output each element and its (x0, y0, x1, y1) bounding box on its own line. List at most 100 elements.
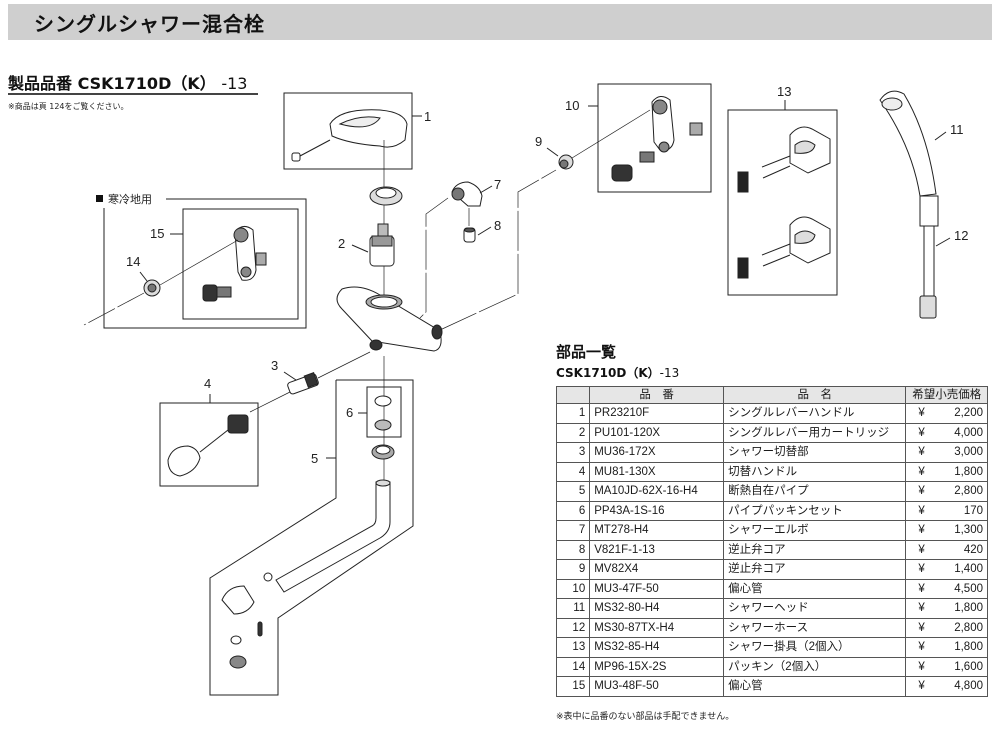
part-10-box (597, 83, 712, 193)
callout-9: 9 (535, 134, 542, 149)
parts-list-model-suffix: -13 (659, 366, 680, 380)
price-value: 1,400 (954, 563, 983, 576)
yen-symbol: ¥ (918, 621, 925, 634)
product-note: ※商品は頁 124をご覧ください。 (8, 102, 129, 111)
page-title-bar: シングルシャワー混合栓 (8, 4, 992, 40)
cold-region-label: 寒冷地用 (108, 192, 152, 206)
row-number: 3 (555, 442, 591, 463)
col-header-code: 品 番 (589, 386, 725, 404)
part-4-switch-handle-icon (167, 414, 249, 477)
part-1-box (283, 92, 413, 170)
part-code: MU3-47F-50 (589, 578, 725, 599)
price-value: 4,800 (954, 680, 983, 693)
part-code: PU101-120X (589, 422, 725, 443)
price-value: 1,800 (954, 602, 983, 615)
part-code: MU81-130X (589, 461, 725, 482)
part-code: MS32-80-H4 (589, 598, 725, 619)
part-name: 偏心管 (723, 676, 907, 697)
product-number: 製品品番 CSK1710D（K） -13 (8, 70, 247, 94)
part-name: シャワー掛具（2個入） (723, 637, 907, 658)
yen-symbol: ¥ (918, 641, 925, 654)
yen-symbol: ¥ (918, 504, 925, 517)
faucet-body-icon (336, 286, 443, 352)
row-number: 6 (555, 500, 591, 521)
part-7-shower-elbow-icon (451, 181, 483, 207)
price-value: 1,800 (954, 641, 983, 654)
part-10-eccentric-pipe-icon (611, 96, 703, 182)
part-6-box (366, 386, 402, 438)
callout-2: 2 (338, 236, 345, 251)
parts-list-model-code: CSK1710D（K） (556, 366, 660, 380)
yen-symbol: ¥ (918, 524, 925, 537)
part-price: ¥170 (905, 500, 988, 521)
part-price: ¥1,800 (905, 461, 988, 482)
price-value: 2,800 (954, 621, 983, 634)
callout-7: 7 (494, 177, 501, 192)
price-value: 1,800 (954, 465, 983, 478)
yen-symbol: ¥ (918, 407, 925, 420)
part-price: ¥4,800 (905, 676, 988, 697)
row-number: 12 (555, 617, 591, 638)
callout-14: 14 (126, 254, 140, 269)
part-code: MU3-48F-50 (589, 676, 725, 697)
part-name: シングルレバーハンドル (723, 403, 907, 424)
row-number: 11 (555, 598, 591, 619)
row-number: 8 (555, 539, 591, 560)
price-value: 2,200 (954, 407, 983, 420)
part-15-box (182, 208, 299, 320)
part-price: ¥1,800 (905, 637, 988, 658)
part-1-lever-handle-icon (291, 109, 408, 162)
row-number: 7 (555, 520, 591, 541)
part-3-shower-switch-icon (287, 372, 319, 395)
row-number: 1 (555, 403, 591, 424)
part-name: パイプパッキンセット (723, 500, 907, 521)
parts-list-model: CSK1710D（K）-13 (556, 364, 679, 381)
part-name: シャワーヘッド (723, 598, 907, 619)
cold-region-frame (103, 198, 307, 329)
part-code: MS32-85-H4 (589, 637, 725, 658)
callout-3: 3 (271, 358, 278, 373)
yen-symbol: ¥ (918, 563, 925, 576)
callout-12: 12 (954, 228, 968, 243)
part-price: ¥420 (905, 539, 988, 560)
part-code: MU36-172X (589, 442, 725, 463)
yen-symbol: ¥ (918, 426, 925, 439)
row-number: 5 (555, 481, 591, 502)
part-5-region-frame (209, 379, 414, 696)
part-name: シャワーホース (723, 617, 907, 638)
price-value: 2,800 (954, 485, 983, 498)
row-number: 13 (555, 637, 591, 658)
col-header-name: 品 名 (723, 386, 907, 404)
callout-15: 15 (150, 226, 164, 241)
part-5-insulated-pipe-icon (221, 479, 391, 669)
callout-13: 13 (777, 84, 791, 99)
part-price: ¥3,000 (905, 442, 988, 463)
part-name: シャワーエルボ (723, 520, 907, 541)
yen-symbol: ¥ (918, 602, 925, 615)
parts-table-header: 品 番 品 名 希望小売価格 (555, 386, 988, 404)
callout-11: 11 (950, 122, 964, 137)
part-13-shower-holder-icon (737, 126, 831, 279)
col-header-price: 希望小売価格 (905, 386, 988, 404)
price-value: 170 (963, 504, 983, 517)
part-code: PR23210F (589, 403, 725, 424)
part-name: 切替ハンドル (723, 461, 907, 482)
callout-8: 8 (494, 218, 501, 233)
yen-symbol: ¥ (918, 660, 925, 673)
part-code: MA10JD-62X-16-H4 (589, 481, 725, 502)
callout-5: 5 (311, 451, 318, 466)
price-value: 4,500 (954, 582, 983, 595)
part-price: ¥2,800 (905, 617, 988, 638)
parts-list-title: 部品一覧 (556, 343, 617, 361)
yen-symbol: ¥ (918, 465, 925, 478)
part-14-packing-icon (143, 279, 161, 297)
part-9-check-valve-core-icon (558, 154, 574, 170)
